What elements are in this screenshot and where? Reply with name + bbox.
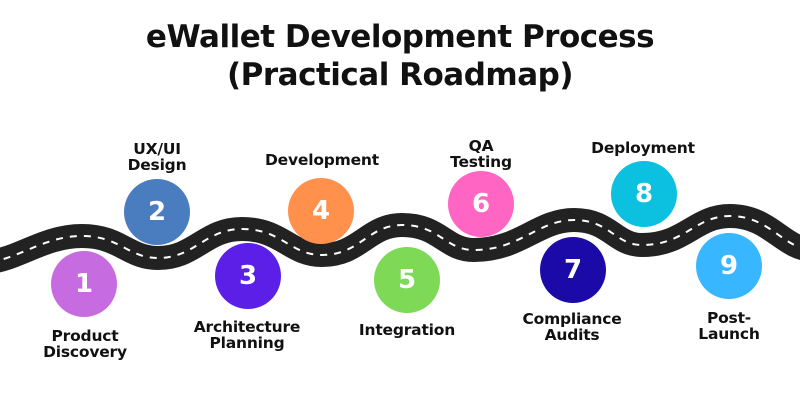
page-title: eWallet Development Process (Practical R… [0,18,800,94]
step-2-label: UX/UI Design [127,140,187,174]
step-3-number: 3 [238,261,258,291]
title-line-2: (Practical Roadmap) [227,57,574,93]
step-4-number: 4 [311,196,331,226]
step-5-circle: 5 [374,247,440,313]
step-1-label: Product Discovery [43,327,127,361]
step-2-number: 2 [147,197,167,227]
title-line-1: eWallet Development Process [145,19,655,55]
step-8-circle: 8 [611,161,677,227]
step-1-circle: 1 [51,251,117,317]
step-5-number: 5 [397,265,417,295]
step-7-circle: 7 [540,237,606,303]
step-9-label: Post- Launch [698,309,760,343]
road-center-dashes [0,214,800,261]
step-8-number: 8 [634,179,654,209]
step-5-label: Integration [358,321,456,339]
step-7-number: 7 [563,255,583,285]
step-3-circle: 3 [215,243,281,309]
step-3-label: Architecture Planning [193,318,301,352]
step-4-label: Development [265,151,379,169]
step-1-number: 1 [74,269,94,299]
step-4-circle: 4 [288,178,354,244]
step-6-circle: 6 [448,171,514,237]
step-6-label: QA Testing [450,137,512,171]
step-2-circle: 2 [124,179,190,245]
step-6-number: 6 [471,189,491,219]
step-8-label: Deployment [591,139,695,157]
step-9-number: 9 [719,251,739,281]
step-9-circle: 9 [696,233,762,299]
step-7-label: Compliance Audits [522,310,622,344]
